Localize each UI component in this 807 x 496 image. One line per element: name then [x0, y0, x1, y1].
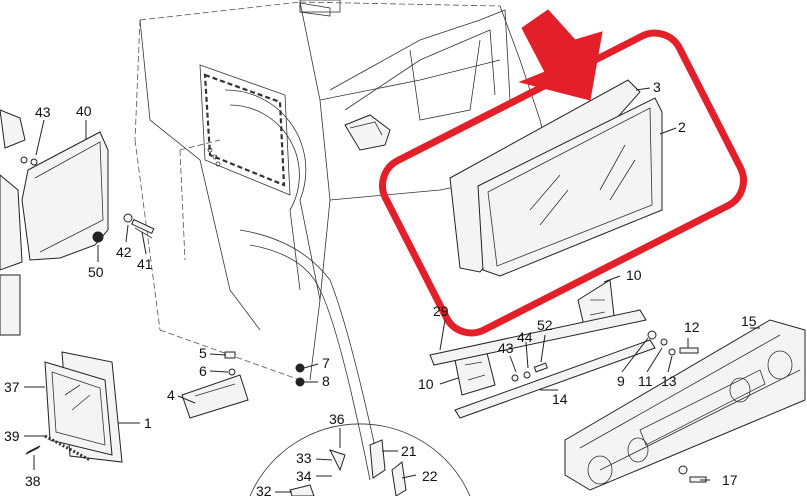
callout-22: 22: [422, 468, 438, 484]
mounting-brackets: [429, 279, 699, 419]
callout-29: 29: [433, 303, 449, 319]
callout-41: 41: [137, 256, 153, 272]
highlight-box: [379, 29, 747, 337]
down-arrow-icon: [518, 9, 603, 101]
bumper-part: [564, 319, 806, 491]
callout-36: 36: [329, 411, 345, 427]
callout-33: 33: [296, 450, 312, 466]
callout-52: 52: [537, 317, 553, 333]
callout-42: 42: [116, 244, 132, 260]
detail-inset: [249, 423, 471, 496]
callout-9: 9: [617, 373, 625, 389]
callout-6: 6: [199, 363, 207, 379]
callout-13: 13: [661, 373, 677, 389]
callout-1: 1: [144, 415, 152, 431]
callout-11: 11: [638, 373, 653, 389]
callout-38: 38: [25, 473, 41, 489]
callout-50: 50: [88, 264, 104, 280]
callout-43-right: 43: [498, 340, 514, 356]
fender-flare-part: [0, 109, 155, 336]
callout-37: 37: [4, 379, 20, 395]
side-glass-kit: [25, 351, 123, 463]
callout-44: 44: [517, 329, 533, 345]
callout-2: 2: [678, 119, 686, 135]
callout-39: 39: [4, 428, 20, 444]
leader-lines: [24, 87, 760, 493]
callout-10-lower: 10: [418, 376, 434, 392]
callout-10-upper: 10: [626, 267, 642, 283]
callout-17: 17: [722, 472, 738, 488]
callout-32: 32: [256, 483, 272, 496]
callout-3: 3: [653, 79, 661, 95]
callout-34: 34: [296, 468, 312, 484]
callout-12: 12: [684, 319, 700, 335]
callout-21: 21: [401, 443, 417, 459]
vehicle-body-outline: [134, 0, 561, 481]
callout-40: 40: [76, 103, 92, 119]
callout-43-left: 43: [35, 104, 51, 120]
callout-4: 4: [167, 387, 175, 403]
callout-5: 5: [199, 345, 207, 361]
side-window-glass: [449, 79, 663, 277]
step-plate-part: [181, 351, 305, 419]
callout-labels: 1 2 3 4 5 6 7 8 9 10 10 11 12 13 14 15 1…: [4, 79, 757, 496]
callout-14: 14: [552, 391, 568, 407]
callout-8: 8: [322, 373, 330, 389]
callout-7: 7: [322, 355, 330, 371]
callout-15: 15: [741, 313, 757, 329]
